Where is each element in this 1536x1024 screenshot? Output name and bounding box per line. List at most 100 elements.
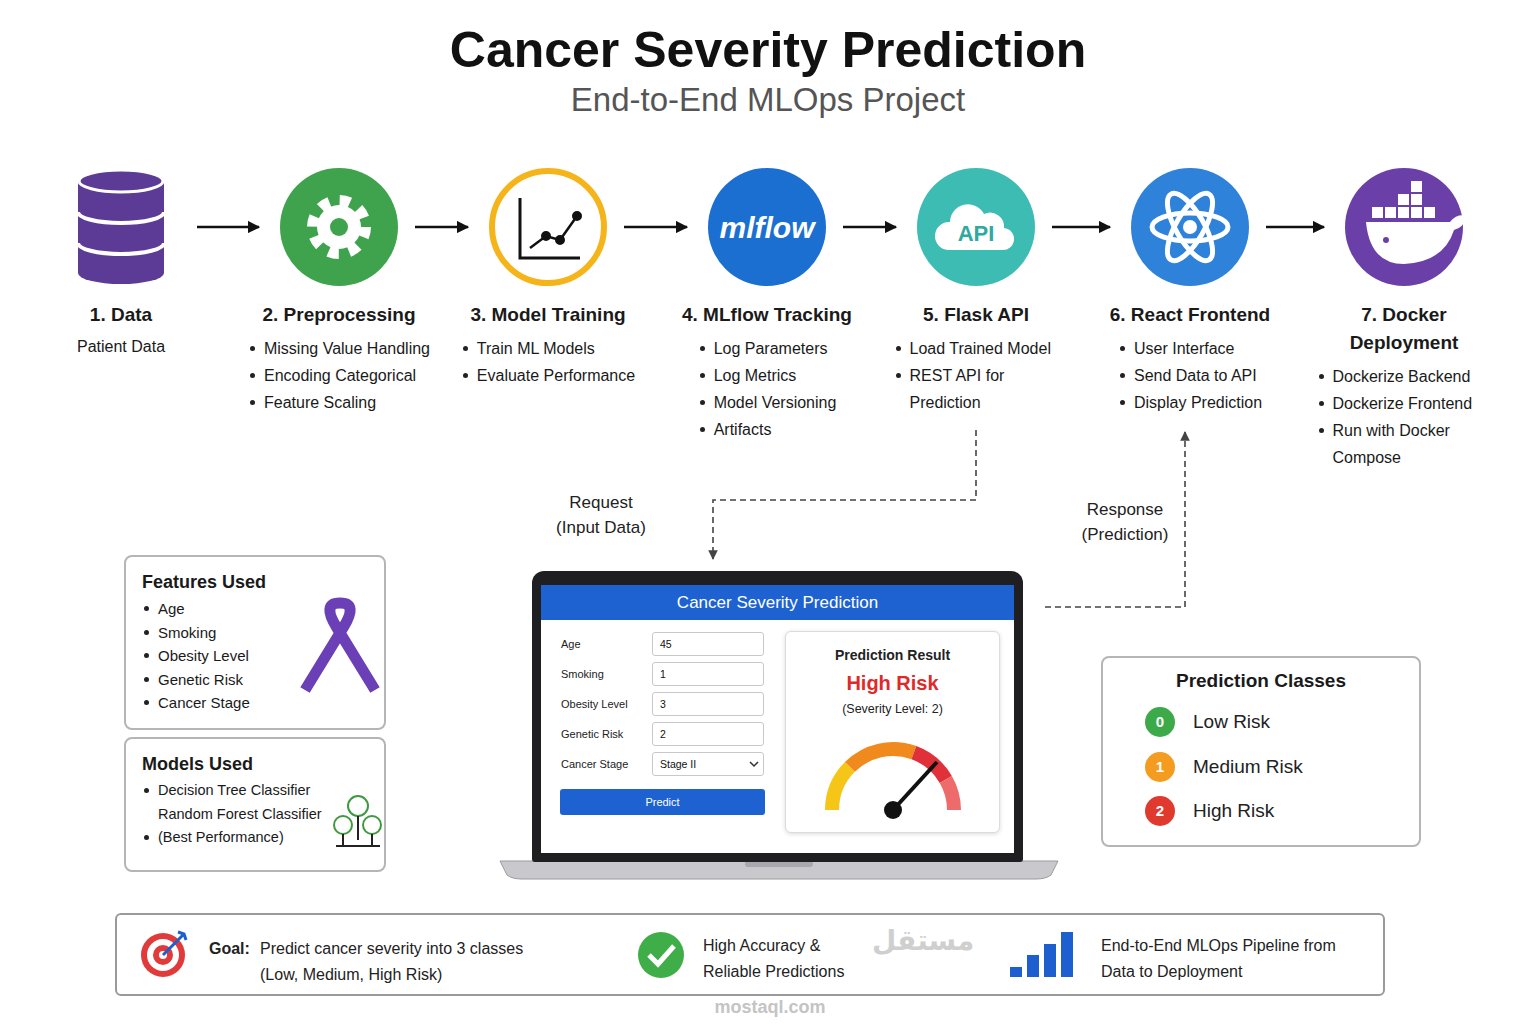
bullet-item: Train ML Models — [461, 335, 635, 362]
class-label: High Risk — [1193, 799, 1274, 823]
gauge — [832, 749, 954, 819]
bullet-item: Artifacts — [698, 416, 837, 443]
forest-icon — [334, 796, 381, 846]
step-text: 5. Flask APILoad Trained ModelREST API f… — [894, 301, 1059, 416]
summary-text: Predict cancer severity into 3 classes (… — [260, 936, 560, 988]
panel-heading: Prediction Classes — [1103, 658, 1419, 693]
bullet-item: (Best Performance) — [142, 826, 368, 850]
step-description: Patient Data — [41, 335, 201, 359]
classes-node: Prediction Classes0Low Risk1Medium Risk2… — [1101, 656, 1421, 847]
dashed-connector — [713, 430, 976, 559]
class-label: Medium Risk — [1193, 755, 1303, 779]
container-box — [1372, 207, 1383, 218]
step-text: 3. Model TrainingTrain ML ModelsEvaluate… — [453, 301, 643, 389]
container-box — [1398, 207, 1409, 218]
step-heading: 6. React Frontend — [1095, 301, 1285, 329]
field-value: 1 — [653, 663, 763, 685]
field-value: 3 — [653, 693, 763, 715]
subtitle: End-to-End MLOps Project — [0, 80, 1536, 120]
bullet-list: AgeSmokingObesity LevelGenetic RiskCance… — [142, 597, 368, 715]
container-box — [1424, 207, 1435, 218]
panel-node: Models UsedDecision Tree ClassifierRando… — [124, 737, 386, 872]
step-node: 3. Model TrainingTrain ML ModelsEvaluate… — [488, 167, 608, 389]
gear-icon — [313, 201, 365, 253]
class-number: 2 — [1145, 796, 1175, 826]
app-header: Cancer Severity Prediction — [541, 585, 1014, 620]
step-node: 2. PreprocessingMissing Value HandlingEn… — [279, 167, 399, 416]
bar — [1061, 932, 1073, 977]
bar — [1010, 967, 1022, 977]
input-node: Cancer StageStage II — [652, 752, 764, 776]
field-label: Cancer Stage — [561, 753, 628, 775]
target-ring — [147, 939, 179, 971]
container-box — [1411, 181, 1422, 192]
bullet-item: Log Parameters — [698, 335, 837, 362]
bullet-list: Train ML ModelsEvaluate Performance — [461, 335, 635, 389]
bullet-item: Model Versioning — [698, 389, 837, 416]
atom-orbit — [1152, 213, 1228, 241]
class-badge-part — [1145, 707, 1175, 737]
chart-axes — [520, 198, 580, 258]
step-text: 4. MLflow TrackingLog ParametersLog Metr… — [672, 301, 862, 443]
bullet-item: User Interface — [1118, 335, 1262, 362]
laptop-base — [500, 861, 1058, 879]
laptop-node: Cancer Severity PredictionAge45Smoking1O… — [532, 571, 1023, 862]
field-value: Stage II — [653, 753, 763, 775]
step-text: 1. DataPatient Data — [41, 301, 201, 359]
step-shape — [61, 167, 181, 287]
step-shape-part — [917, 168, 1035, 286]
bullet-list: Missing Value HandlingEncoding Categoric… — [248, 335, 430, 416]
chart-line — [530, 216, 577, 248]
class-badge-part — [1145, 752, 1175, 782]
gauge-arc — [914, 753, 946, 780]
target-icon — [141, 932, 186, 977]
step-node: 4. MLflow TrackingLog ParametersLog Metr… — [707, 167, 827, 443]
class-label: Low Risk — [1193, 710, 1270, 734]
step-node: 5. Flask APILoad Trained ModelREST API f… — [916, 167, 1036, 416]
select-chevron-part — [750, 762, 758, 766]
panel-heading: Models Used — [142, 752, 368, 776]
bullet-item: Age — [142, 597, 368, 621]
check-mark — [649, 946, 674, 964]
target-ring — [153, 945, 173, 965]
atom-orbit — [1159, 187, 1221, 267]
gauge-arc — [850, 749, 914, 767]
cls-node: 2High Risk — [1145, 796, 1175, 826]
field-label: Smoking — [561, 663, 604, 685]
gear-hole — [330, 218, 348, 236]
check-icon — [638, 932, 684, 978]
edge-label: Response (Prediction) — [1075, 497, 1175, 547]
atom-nucleus — [1183, 220, 1197, 234]
bar — [1044, 944, 1056, 977]
bullet-item: Evaluate Performance — [461, 362, 635, 389]
bullet-item: Obesity Level — [142, 644, 368, 668]
select-chevron — [749, 761, 759, 768]
docker-whale-icon — [1366, 181, 1467, 264]
step-node: 7. Docker DeploymentDockerize BackendDoc… — [1344, 167, 1464, 471]
bullet-item: Encoding Categorical — [248, 362, 430, 389]
bullet-item: Smoking — [142, 621, 368, 645]
tree-crown — [348, 796, 368, 816]
bullet-item: Decision Tree Classifier — [142, 779, 368, 803]
flow-arrow — [624, 226, 687, 229]
gauge-arc — [946, 780, 954, 811]
bullet-item: Missing Value Handling — [248, 335, 430, 362]
panel-node: Features UsedAgeSmokingObesity LevelGene… — [124, 555, 386, 730]
step-shape — [1130, 167, 1250, 287]
step-node: 1. DataPatient Data — [61, 167, 181, 359]
dashed-connector — [1045, 432, 1185, 607]
container-box — [1411, 207, 1422, 218]
button-node: Predict — [560, 789, 765, 815]
panel-heading: Features Used — [142, 570, 368, 594]
bullet-item: Dockerize Frontend — [1317, 390, 1492, 417]
ribbon-icon — [305, 603, 375, 690]
chart-dot — [574, 213, 581, 220]
step-heading: 7. Docker Deployment — [1317, 301, 1492, 357]
icon-text: API — [936, 221, 1016, 247]
whale-body — [1366, 215, 1467, 264]
laptop-base — [500, 861, 1058, 879]
container-box — [1398, 194, 1409, 205]
summary-text: High Accuracy & Reliable Predictions — [703, 933, 875, 985]
step-shape — [1344, 167, 1464, 287]
step-shape-part — [79, 170, 163, 192]
